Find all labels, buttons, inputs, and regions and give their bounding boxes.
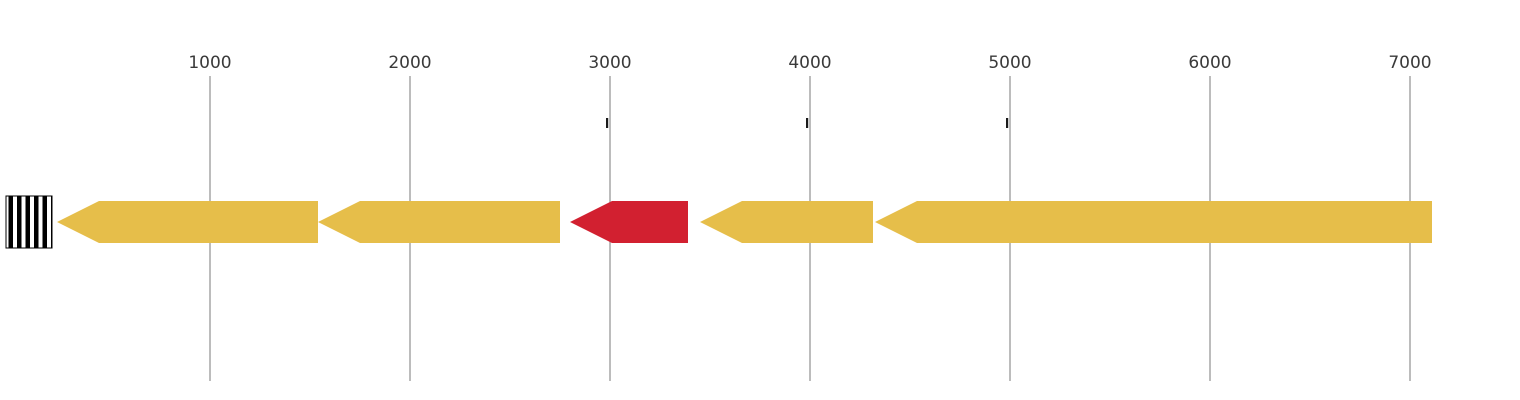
hatched-region <box>5 195 53 249</box>
axis-tick-label: 6000 <box>1188 53 1231 73</box>
gene-4 <box>700 201 873 243</box>
gene-1 <box>57 201 318 243</box>
axis-tick-label: 2000 <box>388 53 431 73</box>
axis-tick-label: 4000 <box>788 53 831 73</box>
axis-tick-label: 3000 <box>588 53 631 73</box>
gene-5 <box>875 201 1432 243</box>
minor-mark <box>806 118 809 128</box>
gene-3 <box>570 201 688 243</box>
axis-tick-label: 7000 <box>1388 53 1431 73</box>
minor-mark <box>606 118 609 128</box>
axis-tick-label: 1000 <box>188 53 231 73</box>
gene-2 <box>318 201 560 243</box>
minor-mark <box>1006 118 1009 128</box>
axis-tick-label: 5000 <box>988 53 1031 73</box>
feature-track <box>5 195 1432 249</box>
